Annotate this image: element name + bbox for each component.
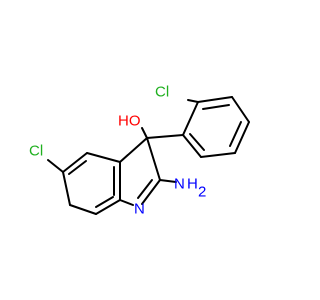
bond-c2p-c3p-inner xyxy=(202,104,230,110)
bond-c4p-c5p-inner xyxy=(229,121,242,147)
bond-c2-n1-double xyxy=(137,179,153,199)
bonds-layer xyxy=(47,96,250,215)
bond-c6p-c1p-inner xyxy=(189,133,205,151)
bond-c5-cl xyxy=(47,159,64,173)
bond-c7-c7a-inner xyxy=(95,196,114,208)
bond-n1-c7a xyxy=(119,199,134,206)
amino-hydrogen-label: H xyxy=(187,176,198,193)
bond-c6-c7 xyxy=(69,204,97,215)
molecule-structure: Cl HO Cl N H 2 N xyxy=(29,83,250,218)
bond-c2-n1-single xyxy=(141,179,161,205)
bond-c4-c5-inner xyxy=(68,160,87,175)
bond-c3a-c4 xyxy=(86,152,121,163)
bond-c3p-c4p xyxy=(231,96,250,123)
atom-labels: Cl HO Cl N H 2 N xyxy=(29,84,206,218)
hydroxyl-label: HO xyxy=(118,113,141,130)
bond-c3-o xyxy=(141,127,148,139)
amino-nitrogen-label: N xyxy=(174,176,185,193)
bond-c3-c1p xyxy=(146,134,184,139)
amino-subscript-label: 2 xyxy=(198,184,206,201)
chlorine-aryl-label: Cl xyxy=(155,84,169,101)
bond-c2p-cl xyxy=(187,99,199,103)
bond-c3-c2 xyxy=(146,137,161,181)
bond-c3-c3a xyxy=(119,137,148,163)
chlorine-indole-label: Cl xyxy=(29,143,43,160)
bond-c2-n-amino xyxy=(159,179,177,183)
bond-c5p-c6p xyxy=(200,152,236,158)
bond-c5-c6 xyxy=(62,171,71,206)
bond-c4-c5 xyxy=(62,152,88,173)
bond-c7-c7a xyxy=(95,199,121,215)
imine-nitrogen-label: N xyxy=(134,201,145,218)
bond-c4p-c5p xyxy=(234,121,250,154)
bond-c2p-c3p xyxy=(197,96,233,103)
bond-c1p-c2p xyxy=(182,101,199,136)
bond-c6p-c1p xyxy=(182,134,202,158)
